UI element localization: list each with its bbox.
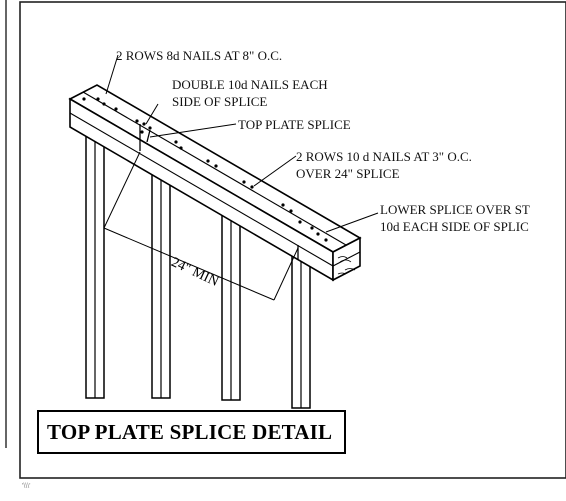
plate-seam-lines bbox=[69, 91, 361, 275]
top-plate bbox=[68, 84, 362, 282]
leader-top-splice bbox=[149, 123, 237, 138]
callout-top-plate-splice: TOP PLATE SPLICE bbox=[238, 117, 351, 132]
nail-marks bbox=[82, 97, 328, 242]
callout-10d-rows-line1: 2 ROWS 10 d NAILS AT 3" O.C. bbox=[296, 149, 472, 164]
callout-double-10d-line2: SIDE OF SPLICE bbox=[172, 94, 268, 109]
leader-lower-splice bbox=[325, 212, 379, 233]
detail-title: TOP PLATE SPLICE DETAIL bbox=[47, 419, 333, 444]
callout-lower-splice-line2: 10d EACH SIDE OF SPLIC bbox=[380, 219, 529, 234]
dimension-24in bbox=[103, 151, 299, 301]
leader-double-10d bbox=[145, 103, 159, 125]
detail-title-box: TOP PLATE SPLICE DETAIL bbox=[37, 410, 346, 454]
callout-lower-splice-line1: LOWER SPLICE OVER ST bbox=[380, 202, 530, 217]
leader-10d-rows bbox=[253, 155, 297, 187]
corner-mark: '\\\' bbox=[22, 483, 31, 490]
callout-8d-nails: 2 ROWS 8d NAILS AT 8" O.C. bbox=[116, 48, 283, 63]
leader-8d bbox=[105, 54, 119, 95]
drawing-frame bbox=[19, 1, 566, 479]
callout-double-10d-line1: DOUBLE 10d NAILS EACH bbox=[172, 77, 328, 92]
splice-lines bbox=[139, 124, 299, 259]
leader-lines bbox=[105, 54, 379, 233]
callout-10d-rows-line2: OVER 24" SPLICE bbox=[296, 166, 400, 181]
